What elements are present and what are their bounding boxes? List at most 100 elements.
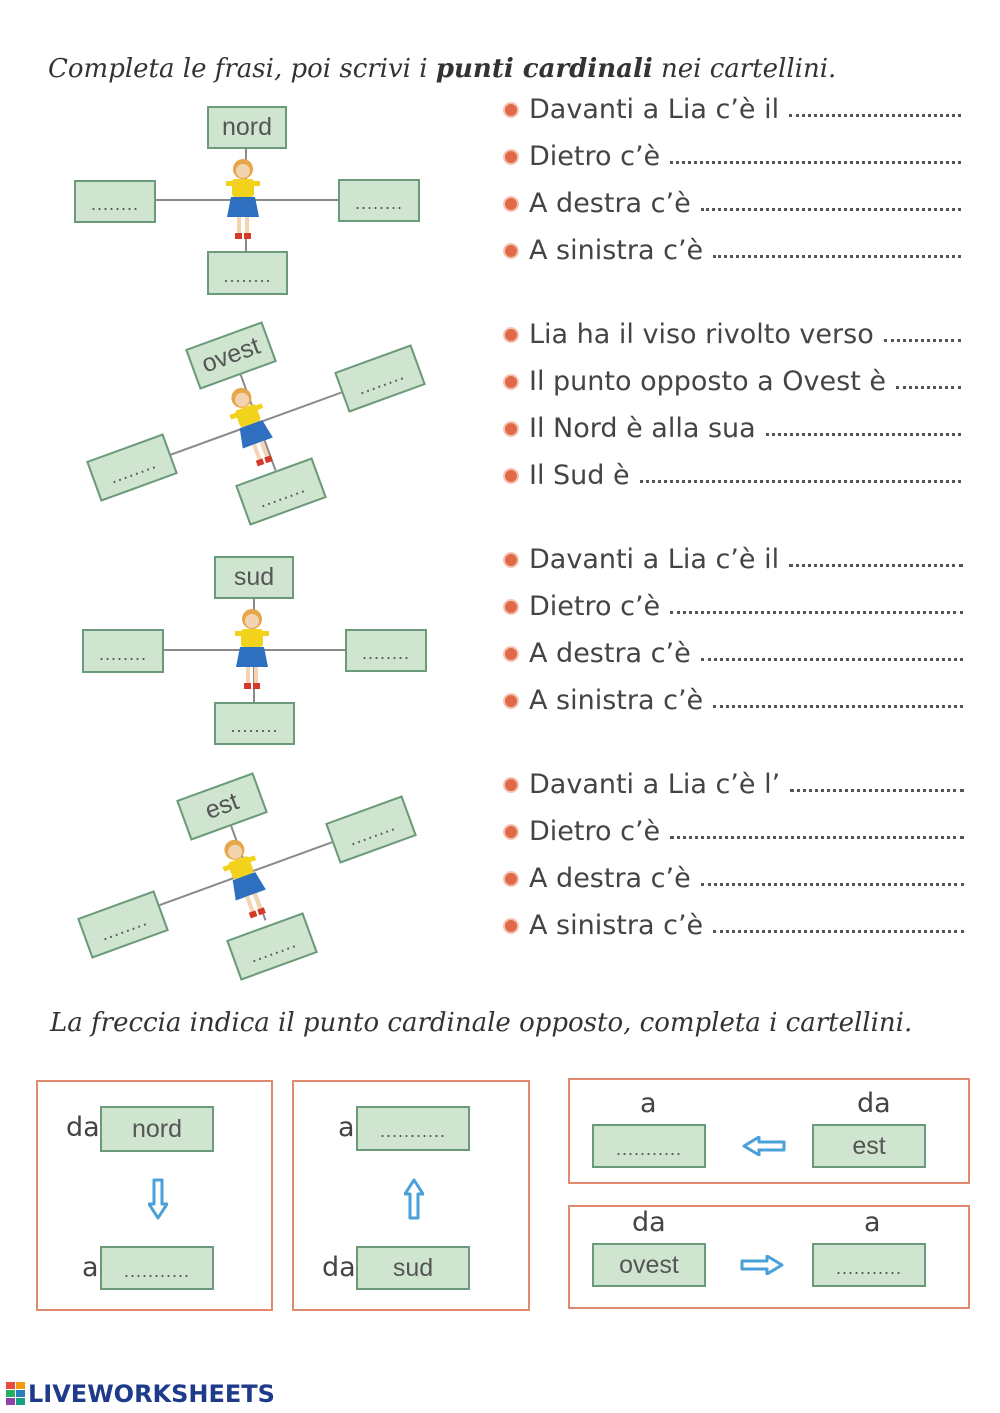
answer-blank[interactable] (639, 466, 961, 483)
panel-sud: a ........... da sud (292, 1080, 530, 1311)
from-word: da (857, 1088, 891, 1119)
answer-blank[interactable] (765, 419, 961, 436)
arrow-left-icon (742, 1136, 786, 1156)
liveworksheets-logo: LIVEWORKSHEETS (6, 1380, 275, 1408)
sentence-item[interactable]: Davanti a Lia c’è il (503, 94, 961, 125)
bullet-icon (503, 870, 519, 887)
sentence-text: A destra c’è (529, 188, 691, 219)
sentence-text: Lia ha il viso rivolto verso (529, 319, 874, 350)
from-label: ovest (592, 1243, 706, 1287)
sentence-item[interactable]: Dietro c’è (503, 816, 964, 847)
label-top: sud (214, 556, 294, 599)
girl-figure-icon (229, 387, 273, 467)
bullet-icon (503, 823, 519, 840)
answer-blank[interactable] (700, 869, 964, 886)
panel-est: a da ........... est (568, 1078, 970, 1184)
from-label: est (812, 1124, 926, 1168)
from-word: da (632, 1207, 666, 1238)
label-right[interactable]: ........ (345, 629, 427, 672)
label-left[interactable]: ........ (77, 890, 169, 959)
answer-blank[interactable] (670, 822, 964, 839)
bullet-icon (503, 467, 519, 484)
girl-figure-icon (226, 159, 260, 239)
arrow-down-icon (148, 1178, 168, 1220)
sentence-item[interactable]: A destra c’è (503, 188, 961, 219)
sentence-text: Dietro c’è (529, 141, 661, 172)
answer-blank[interactable] (789, 550, 963, 567)
answer-blank[interactable] (713, 916, 964, 933)
sentence-item[interactable]: A destra c’è (503, 638, 963, 669)
instruction-1-pre: Completa le frasi, poi scrivi i (48, 54, 436, 84)
sentence-text: Dietro c’è (529, 591, 661, 622)
label-left[interactable]: ........ (74, 180, 156, 223)
bullet-icon (503, 148, 519, 165)
sentence-item[interactable]: Lia ha il viso rivolto verso (503, 319, 961, 350)
sentence-text: Davanti a Lia c’è il (529, 94, 780, 125)
sentence-item[interactable]: A sinistra c’è (503, 685, 963, 716)
girl-figure-icon (222, 839, 266, 919)
sentence-text: A sinistra c’è (529, 235, 704, 266)
from-label: nord (100, 1106, 214, 1152)
sentence-item[interactable]: A sinistra c’è (503, 235, 961, 266)
bullet-icon (503, 195, 519, 212)
label-left[interactable]: ........ (82, 629, 164, 673)
sentence-item[interactable]: Dietro c’è (503, 141, 961, 172)
to-label[interactable]: ........... (100, 1246, 214, 1290)
label-right[interactable]: ........ (334, 344, 426, 413)
to-word: a (864, 1207, 881, 1238)
bullet-icon (503, 373, 519, 390)
label-top: ovest (185, 321, 277, 390)
logo-text: LIVEWORKSHEETS (28, 1380, 275, 1408)
bullet-icon (503, 645, 519, 662)
sentence-item[interactable]: Il Sud è (503, 460, 961, 491)
label-bottom[interactable]: ........ (207, 251, 288, 295)
bullet-icon (503, 917, 519, 934)
from-label: sud (356, 1246, 470, 1290)
answer-blank[interactable] (713, 691, 963, 708)
to-label[interactable]: ........... (812, 1243, 926, 1287)
sentence-text: A destra c’è (529, 638, 691, 669)
instruction-1-bold: punti cardinali (435, 54, 653, 84)
sentence-text: A sinistra c’è (529, 685, 704, 716)
panel-nord: da nord a ........... (36, 1080, 273, 1311)
from-word: da (66, 1112, 100, 1143)
sentence-item[interactable]: Il punto opposto a Ovest è (503, 366, 961, 397)
logo-icon (6, 1382, 25, 1405)
answer-blank[interactable] (789, 100, 961, 117)
bullet-icon (503, 420, 519, 437)
answer-blank[interactable] (896, 372, 961, 389)
sentence-text: Dietro c’è (529, 816, 661, 847)
answer-blank[interactable] (700, 644, 963, 661)
answer-blank[interactable] (790, 775, 964, 792)
label-left[interactable]: ........ (86, 433, 178, 502)
sentence-text: Il punto opposto a Ovest è (529, 366, 886, 397)
bullet-icon (503, 242, 519, 259)
sentence-item[interactable]: Davanti a Lia c’è l’ (503, 769, 964, 800)
label-right[interactable]: ........ (325, 795, 417, 864)
answer-blank[interactable] (700, 194, 961, 211)
instruction-1-post: nei cartellini. (652, 54, 837, 84)
sentence-item[interactable]: Il Nord è alla sua (503, 413, 961, 444)
panel-ovest: da a ovest ........... (568, 1205, 970, 1309)
to-label[interactable]: ........... (356, 1106, 470, 1151)
sentence-item[interactable]: Dietro c’è (503, 591, 963, 622)
label-right[interactable]: ........ (338, 179, 420, 222)
sentence-text: Davanti a Lia c’è l’ (529, 769, 781, 800)
sentence-text: Davanti a Lia c’è il (529, 544, 780, 575)
answer-blank[interactable] (670, 147, 961, 164)
answer-blank[interactable] (670, 597, 963, 614)
sentence-text: A sinistra c’è (529, 910, 704, 941)
sentence-text: Il Sud è (529, 460, 630, 491)
to-word: a (338, 1112, 355, 1143)
sentence-item[interactable]: A sinistra c’è (503, 910, 964, 941)
answer-blank[interactable] (713, 241, 961, 258)
label-bottom[interactable]: ........ (214, 702, 295, 745)
answer-blank[interactable] (883, 325, 961, 342)
to-label[interactable]: ........... (592, 1124, 706, 1168)
bullet-icon (503, 551, 519, 568)
instruction-1: Completa le frasi, poi scrivi i punti ca… (48, 54, 836, 84)
instruction-2: La freccia indica il punto cardinale opp… (50, 1008, 913, 1038)
sentence-item[interactable]: Davanti a Lia c’è il (503, 544, 963, 575)
sentence-item[interactable]: A destra c’è (503, 863, 964, 894)
label-top: nord (207, 106, 287, 149)
